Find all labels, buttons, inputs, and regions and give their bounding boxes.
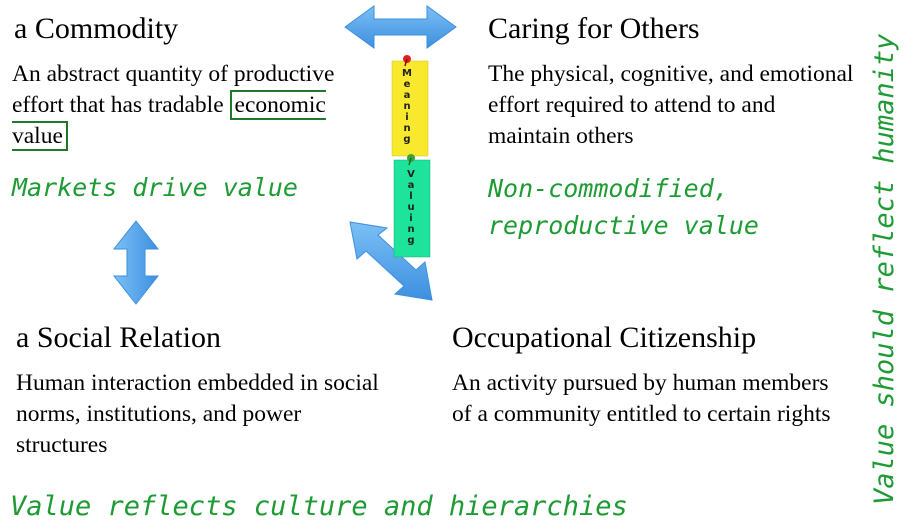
commodity-description: An abstract quantity of productive effor… <box>12 59 342 152</box>
note-letter: l <box>409 191 412 202</box>
diagonal-double-arrow <box>349 221 433 301</box>
note-letter: V <box>407 169 415 180</box>
economic-value-box: economic value <box>12 90 326 151</box>
social-title: a Social Relation <box>16 321 221 354</box>
note-letter: M <box>402 68 412 79</box>
citizenship-description: An activity pursued by human members of … <box>452 370 831 427</box>
commodity-title: a Commodity <box>14 12 179 45</box>
note-letter: n <box>403 123 410 134</box>
caring-note-line1: Non-commodified, <box>488 174 729 203</box>
note-letter: e <box>404 79 411 90</box>
commodity-note: Markets drive value <box>12 173 298 202</box>
note-letter: i <box>409 213 412 224</box>
note-letter: i <box>405 112 408 123</box>
note-letter: a <box>408 180 415 191</box>
note-letter: n <box>407 224 414 235</box>
commodity-desc-text: An abstract quantity of productive effor… <box>12 61 335 118</box>
caring-description: The physical, cognitive, and emotional e… <box>488 61 854 149</box>
social-description: Human interaction embedded in social nor… <box>16 370 379 458</box>
note-letter: u <box>407 202 414 213</box>
citizenship-title: Occupational Citizenship <box>452 321 757 354</box>
caring-title: Caring for Others <box>488 12 700 45</box>
note-letter: n <box>403 101 410 112</box>
note-letter: g <box>403 134 410 145</box>
horizontal-double-arrow <box>344 5 457 49</box>
vertical-double-arrow <box>112 220 160 305</box>
caring-note-line2: reproductive value <box>488 211 759 240</box>
note-letter: a <box>404 90 411 101</box>
note-letter: g <box>407 235 414 246</box>
bottom-note: Value reflects culture and hierarchies <box>10 491 628 522</box>
